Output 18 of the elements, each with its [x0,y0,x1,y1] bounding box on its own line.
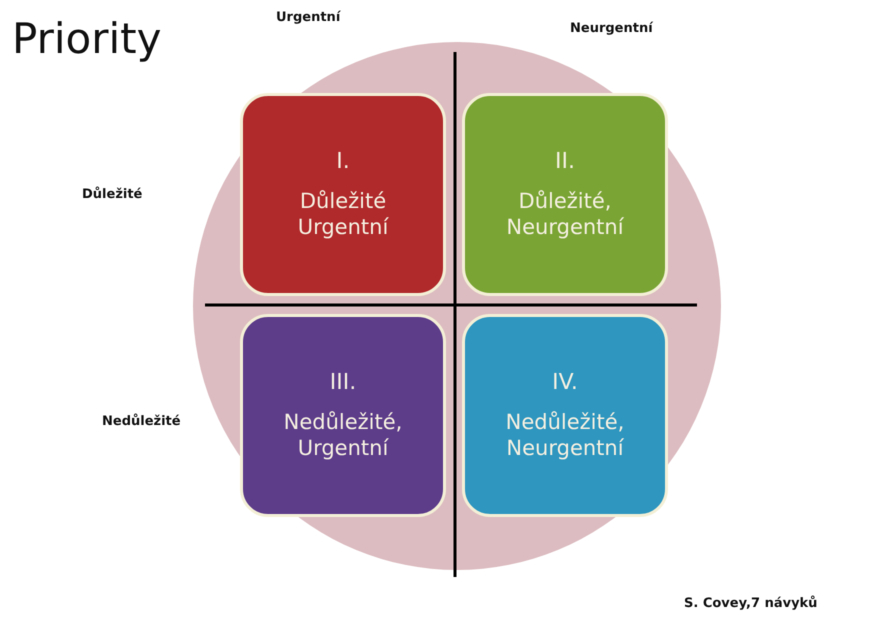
row-heading: Nedůležité [102,414,181,429]
quadrant-box [240,314,446,517]
quadrant-box [462,314,668,517]
quadrant-number: IV. [552,370,578,395]
column-heading: Neurgentní [570,21,653,36]
quadrant-number: III. [330,370,356,395]
source-note: S. Covey,7 návyků [684,596,818,611]
quadrant-number: II. [555,148,575,174]
column-heading: Urgentní [276,10,340,25]
quadrant-text: Nedůležité, Neurgentní [504,408,626,462]
quadrant-number: I. [336,148,350,174]
quadrant-box [240,93,446,296]
quadrant-text: Důležité, Neurgentní [505,188,625,240]
quadrant-box [462,93,668,296]
quadrant-text: Důležité Urgentní [296,188,390,240]
quadrant-text: Nedůležité, Urgentní [282,408,404,462]
row-heading: Důležité [82,187,142,202]
title: Priority [12,14,162,63]
